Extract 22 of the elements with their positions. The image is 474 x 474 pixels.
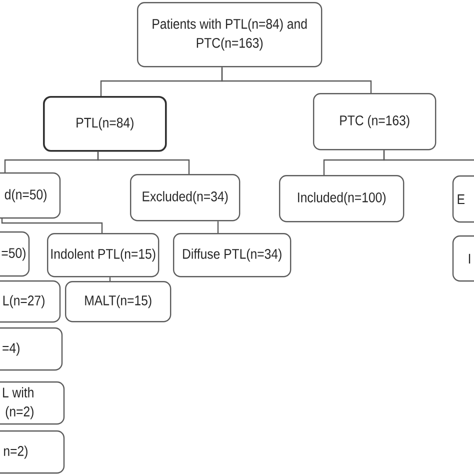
flow-box: Indolent PTL(n=15) (47, 233, 160, 278)
flow-box: Excluded(n=34) (130, 174, 240, 222)
flow-box: d(n=50) (0, 172, 61, 219)
flow-box: PTL(n=84) (43, 96, 167, 152)
flow-box: Patients with PTL(n=84) and PTC(n=163) (137, 2, 322, 68)
connector-line (221, 67, 372, 93)
flow-box: E (452, 175, 474, 223)
connector-line (97, 152, 190, 174)
flow-box: L(n=27) (0, 280, 61, 323)
flow-box: =4) (0, 327, 63, 371)
flow-box: L with (n=2) (0, 381, 65, 425)
flow-box: I (452, 235, 474, 282)
connector-line (1, 218, 103, 233)
connector-line (217, 221, 219, 233)
flow-box: Included(n=100) (279, 175, 404, 222)
flow-box: n=2) (0, 430, 65, 474)
flow-box: =50) (0, 231, 30, 277)
flow-box: Diffuse PTL(n=34) (173, 233, 292, 278)
flow-box: MALT(n=15) (65, 281, 172, 322)
connector-line (109, 277, 111, 281)
flow-box: PTC (n=163) (313, 93, 436, 150)
connector-line (383, 150, 474, 161)
